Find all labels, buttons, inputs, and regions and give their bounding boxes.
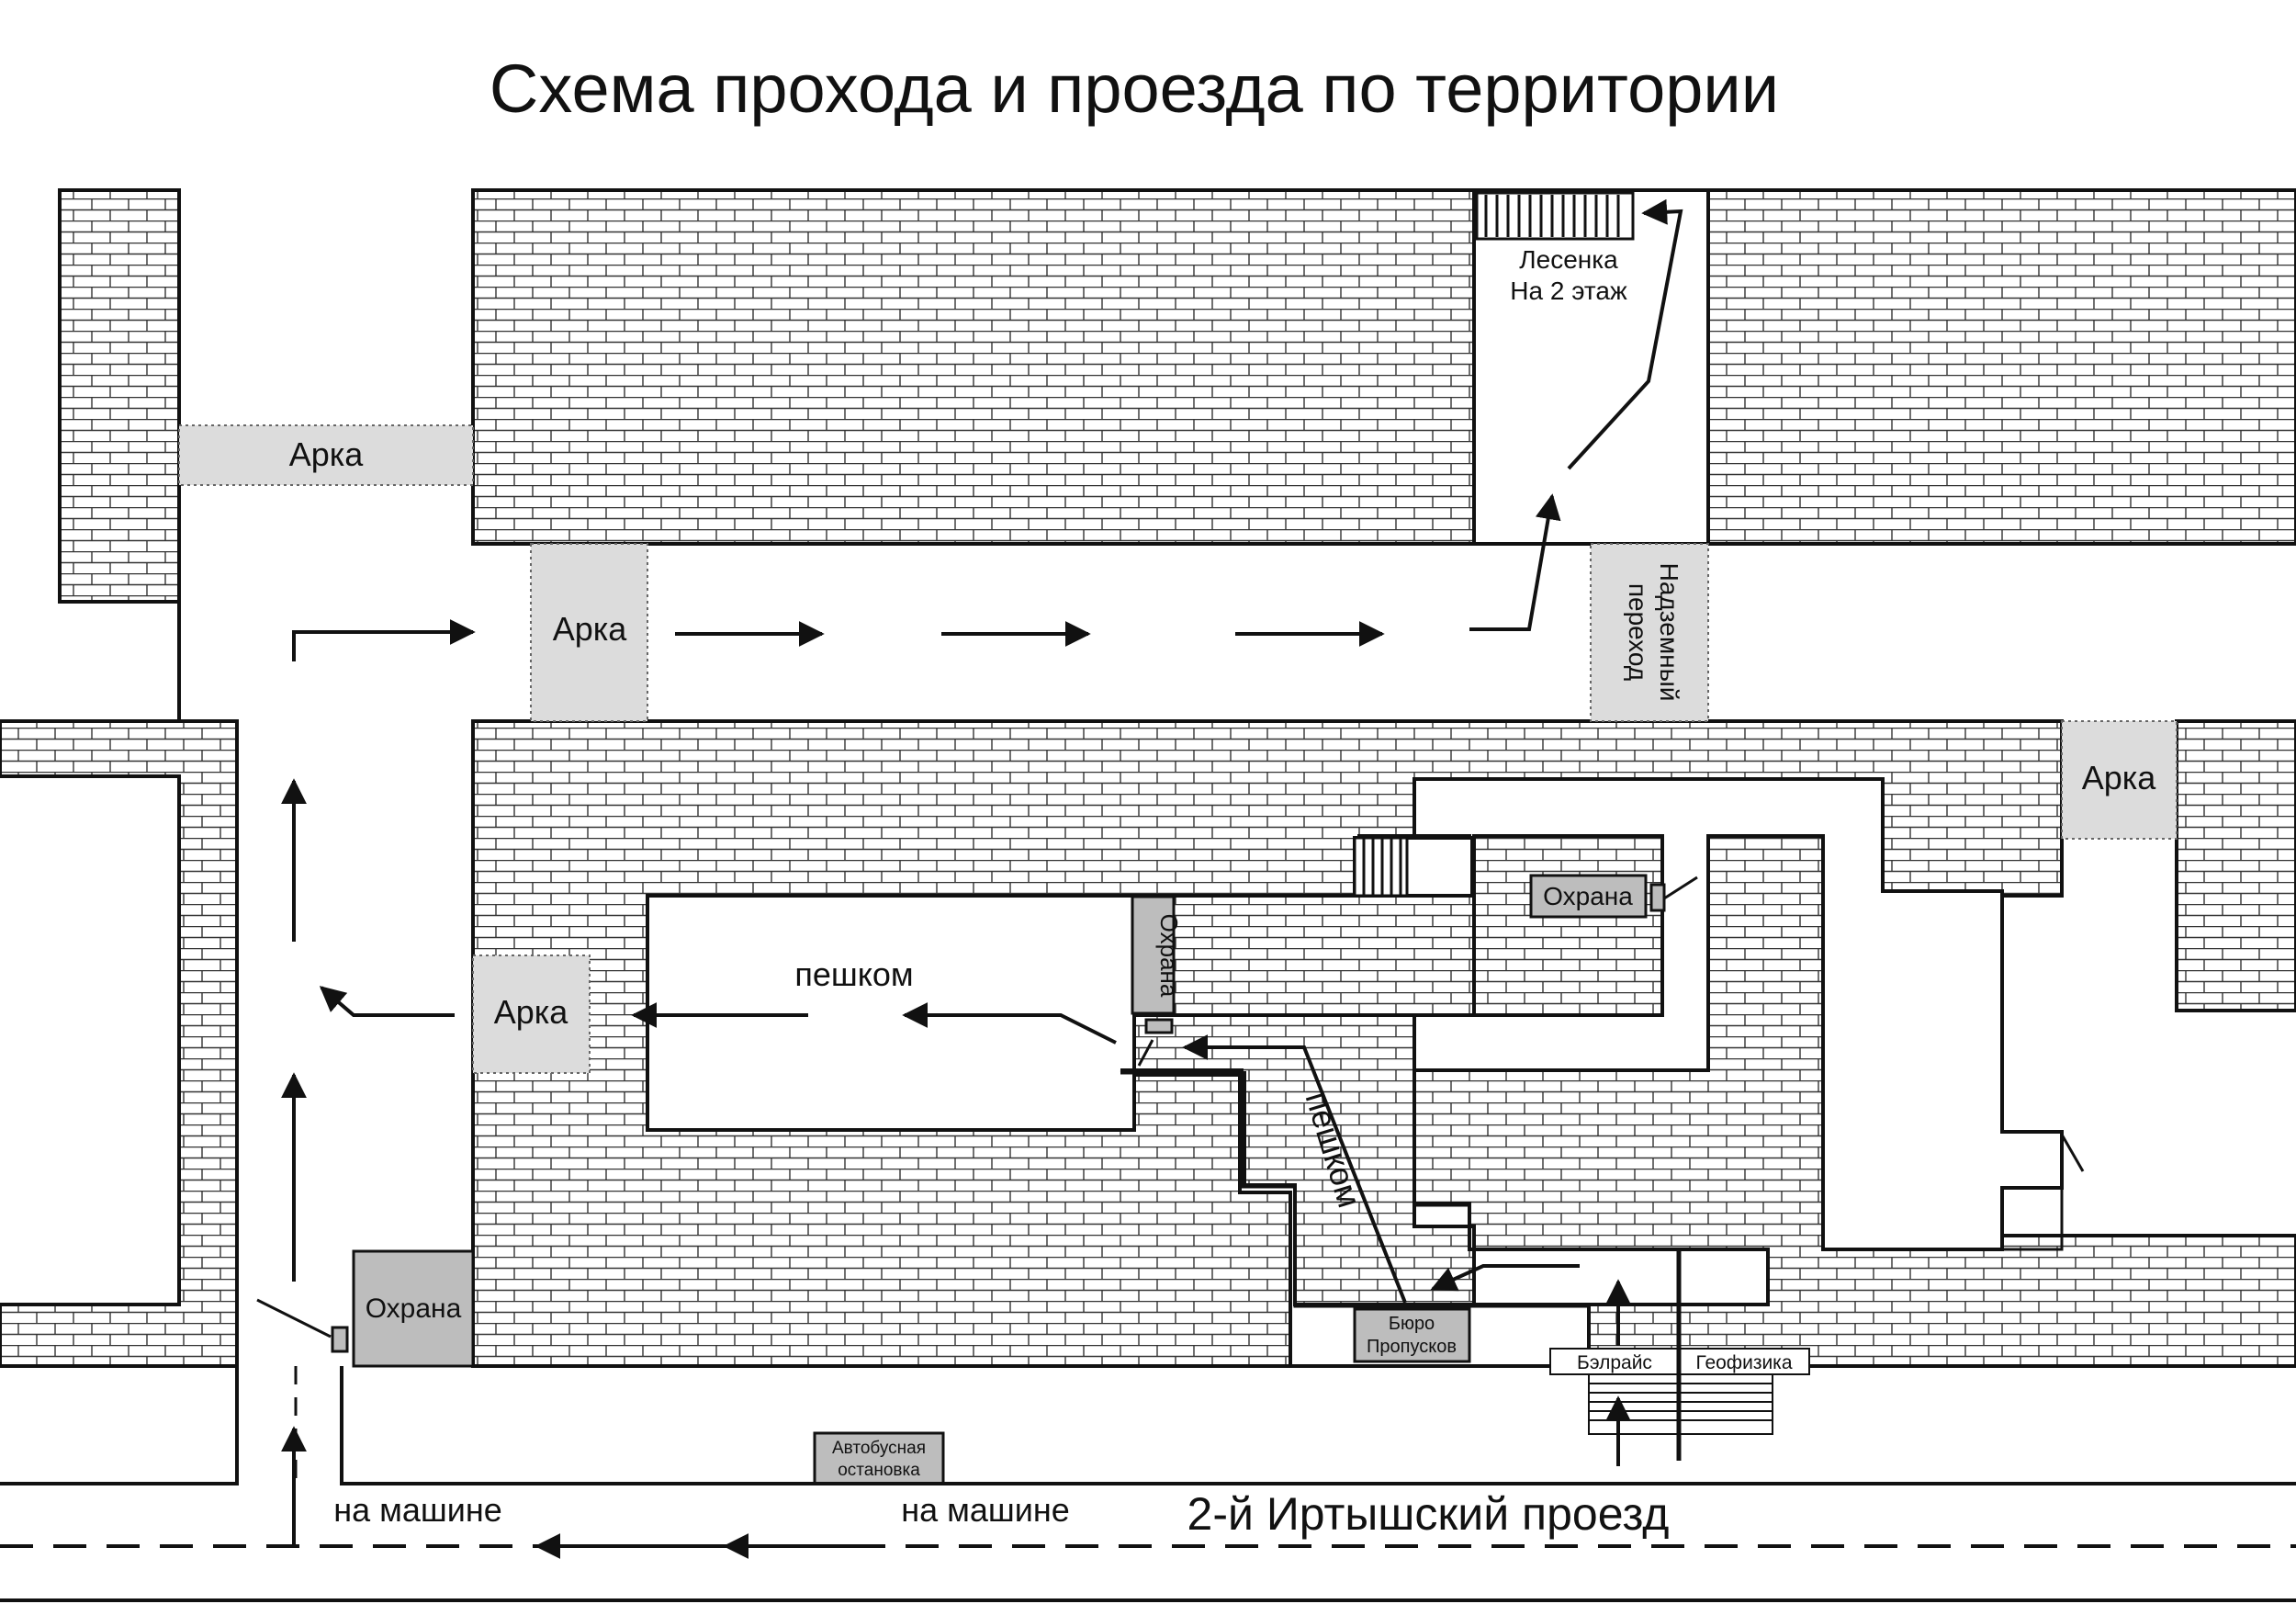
stairs-hall bbox=[1472, 188, 1710, 546]
courtyard-right-outline bbox=[1412, 777, 2064, 1251]
route-car-9 bbox=[1567, 198, 1683, 470]
route-walk-4 bbox=[1182, 1034, 1407, 1304]
building-far-right bbox=[2175, 719, 2296, 1012]
overpass bbox=[1590, 543, 1709, 722]
route-walk-5 bbox=[902, 1002, 1117, 1045]
street-label: 2-й Иртышский проезд bbox=[1187, 1488, 1670, 1540]
arch-label-1: Арка bbox=[289, 435, 365, 473]
car-label-1: на машине bbox=[333, 1491, 502, 1529]
guard-post-inner bbox=[1131, 895, 1176, 1015]
passage-outline bbox=[1120, 1071, 1591, 1308]
stairs-top-icon bbox=[1475, 191, 1635, 241]
pass-office-label-1: Бюро bbox=[1389, 1314, 1435, 1334]
route-walk-3 bbox=[1430, 1264, 1580, 1292]
guard-booth-gate bbox=[331, 1326, 349, 1353]
svg-text:переход: переход bbox=[1624, 583, 1652, 681]
arch-label-2: Арка bbox=[553, 610, 628, 648]
walk-label-1: пешком bbox=[794, 955, 913, 993]
bus-stop-label-2: остановка bbox=[838, 1461, 920, 1480]
arch-left-courtyard bbox=[472, 954, 591, 1074]
building-left bbox=[0, 719, 239, 1368]
road-edge-left bbox=[0, 1366, 239, 1485]
svg-text:Надземный: Надземный bbox=[1655, 563, 1683, 702]
arch-right bbox=[2061, 720, 2178, 840]
car-label-2: на машине bbox=[901, 1491, 1070, 1529]
pass-office bbox=[1353, 1307, 1471, 1363]
bus-stop bbox=[813, 1431, 945, 1485]
door-line-3 bbox=[2060, 1134, 2085, 1172]
sign-geofizika bbox=[1678, 1348, 1810, 1375]
sign-belrays bbox=[1549, 1348, 1680, 1375]
arch-middle-top bbox=[530, 543, 648, 722]
map-title: Схема прохода и проезда по территории bbox=[490, 51, 1779, 127]
road-edge-right bbox=[340, 1366, 2296, 1485]
pass-office-label-2: Пропусков bbox=[1367, 1337, 1457, 1357]
guard-label-inner: Охрана bbox=[1155, 914, 1183, 998]
stairs-icon bbox=[1353, 836, 1409, 898]
sign-geofizika-label: Геофизика bbox=[1695, 1352, 1792, 1373]
guard-label-gate: Охрана bbox=[366, 1293, 462, 1324]
building-top-left bbox=[58, 188, 181, 604]
inner-block-wall bbox=[1472, 834, 1664, 1017]
building-top-right bbox=[1706, 188, 2296, 546]
building-top-main bbox=[471, 188, 1476, 546]
route-car-8 bbox=[1469, 493, 1561, 631]
door-line-1 bbox=[1137, 1039, 1154, 1067]
arch-label-4: Арка bbox=[2082, 759, 2157, 796]
gate-barrier bbox=[256, 1298, 332, 1339]
guard-label-right: Охрана bbox=[1543, 882, 1633, 910]
guard-booth-inner bbox=[1144, 1018, 1174, 1034]
arch-label-3: Арка bbox=[494, 993, 569, 1031]
courtyard-left bbox=[646, 894, 1136, 1132]
arch-top-left bbox=[178, 424, 474, 486]
guard-post-right bbox=[1529, 874, 1648, 919]
stairs-label-2: На 2 этаж bbox=[1510, 277, 1627, 305]
route-car-4 bbox=[292, 619, 476, 661]
stairs-label-1: Лесенка bbox=[1519, 245, 1618, 274]
sign-belrays-label: Бэлрайс bbox=[1577, 1352, 1652, 1373]
door-line-2 bbox=[1663, 875, 1698, 900]
route-walk-7 bbox=[319, 986, 455, 1017]
guard-booth-right bbox=[1649, 883, 1666, 912]
bus-stop-label-1: Автобусная bbox=[832, 1439, 926, 1458]
overpass-label: Надземный переход bbox=[1624, 563, 1683, 702]
guard-post-gate bbox=[352, 1249, 475, 1368]
